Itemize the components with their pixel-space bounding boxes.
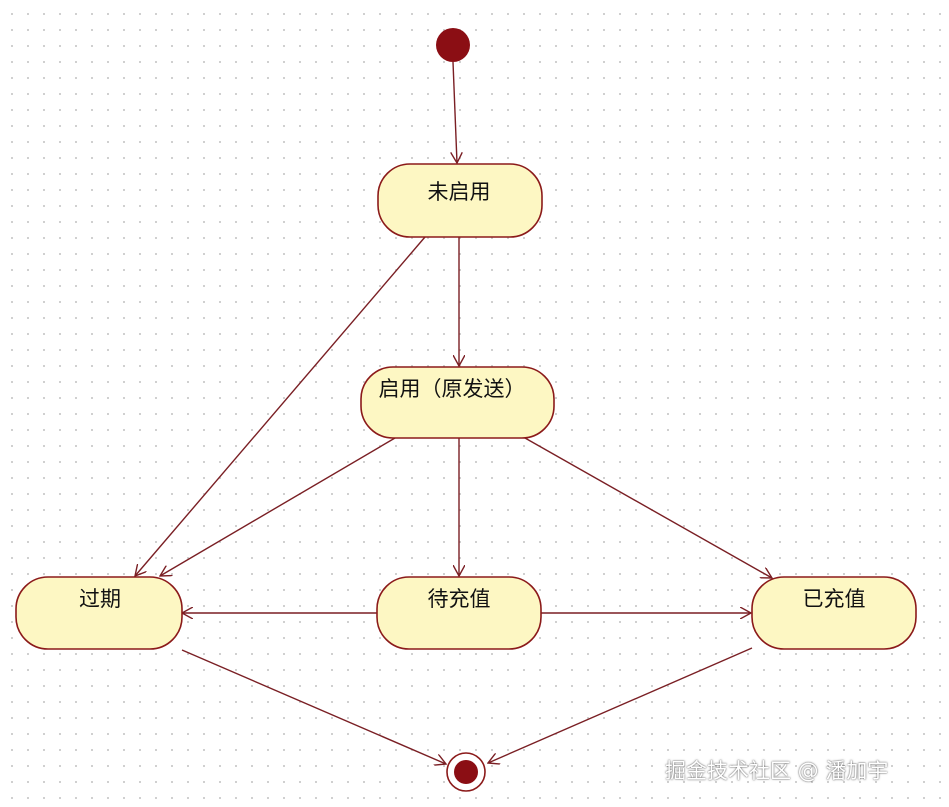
- state-pending-recharge: 待充值: [376, 576, 542, 650]
- state-recharged-label: 已充值: [803, 587, 866, 611]
- state-not-enabled: 未启用: [377, 163, 543, 238]
- state-not-enabled-label: 未启用: [428, 180, 491, 204]
- state-pending-recharge-label: 待充值: [428, 587, 491, 611]
- state-enabled-label: 启用（原发送）: [379, 377, 526, 401]
- transition-recharged-to-final: [488, 647, 753, 763]
- transition-expired-to-final: [181, 649, 446, 764]
- state-enabled: 启用（原发送）: [360, 366, 555, 439]
- transition-initial-to-not-enabled: [453, 61, 457, 163]
- watermark-text: 掘金技术社区 @ 潘加宇: [665, 759, 889, 783]
- transition-enabled-to-recharged: [524, 437, 772, 578]
- final-node-icon: [446, 752, 486, 792]
- state-expired: 过期: [15, 576, 183, 650]
- transition-enabled-to-expired: [160, 437, 396, 576]
- transitions: [135, 61, 772, 764]
- state-recharged: 已充值: [751, 576, 917, 650]
- state-expired-label: 过期: [79, 587, 121, 611]
- transition-not-enabled-to-expired: [135, 236, 426, 576]
- initial-node-icon: [436, 28, 470, 62]
